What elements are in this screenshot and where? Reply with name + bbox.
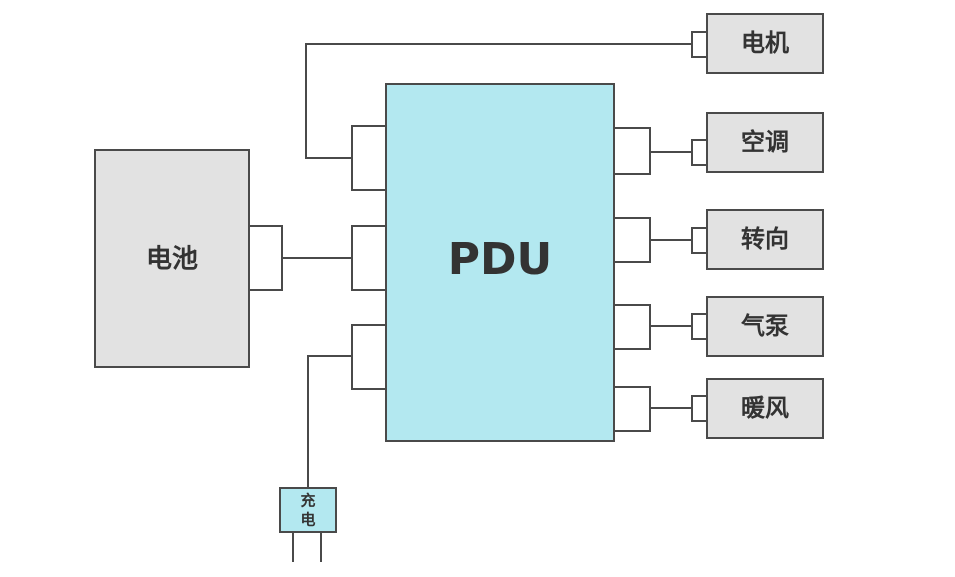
load-connector bbox=[691, 313, 708, 340]
pdu-right-connector-1 bbox=[613, 127, 651, 175]
load-connector bbox=[691, 395, 708, 422]
load-box bbox=[706, 112, 824, 173]
load-box bbox=[706, 209, 824, 270]
load-box bbox=[706, 296, 824, 357]
battery-box bbox=[94, 149, 250, 368]
charger-box bbox=[279, 487, 337, 533]
load-connector bbox=[691, 227, 708, 254]
load-air-pump: 气泵 bbox=[691, 296, 824, 357]
battery-connector bbox=[248, 225, 283, 291]
pdu-left-connector-middle bbox=[351, 225, 387, 291]
pdu-box bbox=[385, 83, 615, 442]
charger-plug: 充 电 bbox=[279, 487, 337, 562]
load-connector bbox=[691, 31, 708, 58]
load-box bbox=[706, 13, 824, 74]
pdu-right-connector-4 bbox=[613, 386, 651, 432]
load-label-air-pump: 气泵 bbox=[740, 312, 789, 340]
load-connector bbox=[691, 139, 708, 166]
load-motor: 电机 bbox=[691, 13, 824, 74]
load-label-motor: 电机 bbox=[741, 29, 789, 57]
pdu-left-connector-bottom bbox=[351, 324, 387, 390]
pdu-right-connector-2 bbox=[613, 217, 651, 263]
load-steering: 转向 bbox=[691, 209, 824, 270]
pdu-label: PDU bbox=[448, 234, 553, 285]
load-heater: 暖风 bbox=[691, 378, 824, 439]
pdu-left-connector-top bbox=[351, 125, 387, 191]
battery-block: 电池 bbox=[94, 149, 283, 368]
charger-label-line1: 充 bbox=[300, 492, 315, 510]
load-label-aircon: 空调 bbox=[741, 128, 789, 156]
charger-label-line2: 电 bbox=[300, 511, 315, 529]
load-box bbox=[706, 378, 824, 439]
load-aircon: 空调 bbox=[691, 112, 824, 173]
wire-charger bbox=[307, 355, 352, 488]
battery-label: 电池 bbox=[146, 245, 198, 275]
wiring bbox=[282, 43, 692, 488]
pdu-block: PDU bbox=[351, 83, 651, 442]
pdu-right-connector-3 bbox=[613, 304, 651, 350]
load-label-heater: 暖风 bbox=[741, 394, 789, 422]
wire-motor bbox=[305, 43, 692, 159]
load-label-steering: 转向 bbox=[741, 225, 789, 253]
